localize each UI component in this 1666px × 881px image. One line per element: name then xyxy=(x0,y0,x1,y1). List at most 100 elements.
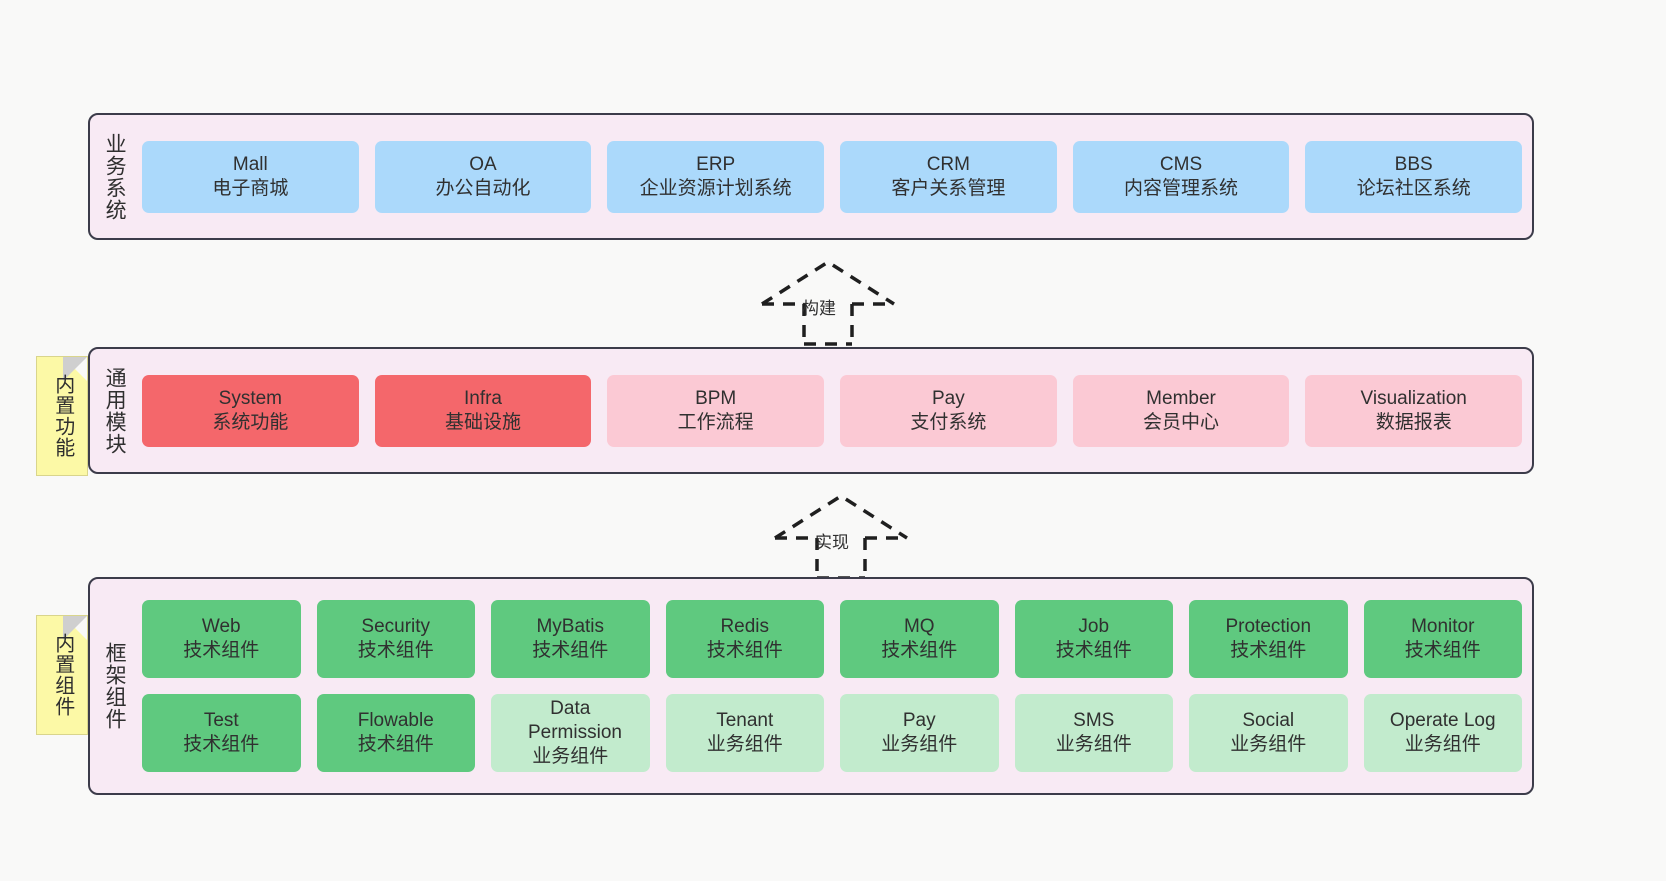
card-subtitle: 业务组件 xyxy=(706,734,783,755)
card-pay-component[interactable]: Pay 业务组件 xyxy=(840,694,999,772)
card-title: Operate Log xyxy=(1389,710,1496,732)
layer-body-business: Mall 电子商城 OA 办公自动化 ERP 企业资源计划系统 CRM 客户关系… xyxy=(138,115,1532,238)
card-protection[interactable]: Protection 技术组件 xyxy=(1189,600,1348,678)
card-row-business: Test 技术组件 Flowable 技术组件 Data Permission … xyxy=(142,694,1522,772)
card-sms[interactable]: SMS 业务组件 xyxy=(1014,694,1173,772)
card-infra[interactable]: Infra 基础设施 xyxy=(374,374,592,447)
card-subtitle: 办公自动化 xyxy=(435,177,531,199)
card-subtitle: 技术组件 xyxy=(1055,640,1132,661)
card-web[interactable]: Web 技术组件 xyxy=(142,600,301,678)
card-mq[interactable]: MQ 技术组件 xyxy=(840,600,999,678)
card-title: Job xyxy=(1078,616,1110,638)
card-title: Web xyxy=(201,616,241,638)
note-builtin-components: 内置组件 xyxy=(36,615,88,735)
layer-common-modules: 通用模块 System 系统功能 Infra 基础设施 BPM 工作流程 Pay… xyxy=(88,347,1534,474)
card-social[interactable]: Social 业务组件 xyxy=(1189,694,1348,772)
connector-build-label: 构建 xyxy=(802,299,836,318)
card-cms[interactable]: CMS 内容管理系统 xyxy=(1072,140,1290,213)
card-title: Redis xyxy=(720,616,770,638)
card-subtitle: 支付系统 xyxy=(910,411,987,433)
card-redis[interactable]: Redis 技术组件 xyxy=(665,600,824,678)
layer-business-systems: 业务系统 Mall 电子商城 OA 办公自动化 ERP 企业资源计划系统 CRM… xyxy=(88,113,1534,240)
card-subtitle: 基础设施 xyxy=(445,411,522,433)
card-subtitle: 内容管理系统 xyxy=(1124,177,1239,199)
card-title: CMS xyxy=(1159,153,1203,175)
card-system[interactable]: System 系统功能 xyxy=(142,374,359,447)
card-title: Tenant xyxy=(716,710,774,732)
card-title: Visualization xyxy=(1360,387,1467,409)
card-oa[interactable]: OA 办公自动化 xyxy=(374,140,592,213)
card-data-permission[interactable]: Data Permission 业务组件 xyxy=(491,694,650,772)
layer-body-common: System 系统功能 Infra 基础设施 BPM 工作流程 Pay 支付系统… xyxy=(138,349,1532,472)
implement-arrowhead-lines xyxy=(774,493,908,540)
card-monitor[interactable]: Monitor 技术组件 xyxy=(1363,600,1522,678)
card-title: Data Permission xyxy=(527,698,622,744)
connector-implement-label: 实现 xyxy=(815,533,849,552)
card-tenant[interactable]: Tenant 业务组件 xyxy=(665,694,824,772)
card-subtitle: 业务组件 xyxy=(1404,734,1481,755)
card-erp[interactable]: ERP 企业资源计划系统 xyxy=(607,140,825,213)
card-title: Test xyxy=(203,710,239,732)
card-title: Pay xyxy=(931,387,965,409)
card-title: MQ xyxy=(903,616,935,638)
layer-body-framework: Web 技术组件 Security 技术组件 MyBatis 技术组件 Redi… xyxy=(138,579,1532,793)
card-title: Flowable xyxy=(357,710,434,732)
card-member[interactable]: Member 会员中心 xyxy=(1072,374,1290,447)
card-subtitle: 业务组件 xyxy=(1055,734,1132,755)
card-subtitle: 业务组件 xyxy=(1230,734,1307,755)
card-title: CRM xyxy=(926,153,970,175)
layer-title-common: 通用模块 xyxy=(103,366,127,455)
card-visualization[interactable]: Visualization 数据报表 xyxy=(1305,374,1523,447)
card-security[interactable]: Security 技术组件 xyxy=(316,600,475,678)
card-subtitle: 技术组件 xyxy=(532,640,609,661)
card-bpm[interactable]: BPM 工作流程 xyxy=(607,374,825,447)
layer-framework-components: 框架组件 Web 技术组件 Security 技术组件 MyBatis 技术组件… xyxy=(88,577,1534,795)
card-subtitle: 电子商城 xyxy=(212,177,289,199)
card-subtitle: 系统功能 xyxy=(212,411,289,433)
card-title: Infra xyxy=(463,387,503,409)
card-subtitle: 技术组件 xyxy=(183,734,260,755)
card-subtitle: 技术组件 xyxy=(357,640,434,661)
connector-implement: 实现 xyxy=(771,492,911,580)
card-subtitle: 技术组件 xyxy=(706,640,783,661)
card-operate-log[interactable]: Operate Log 业务组件 xyxy=(1363,694,1522,772)
card-subtitle: 业务组件 xyxy=(881,734,958,755)
note-builtin-features: 内置功能 xyxy=(36,356,88,476)
card-title: Member xyxy=(1146,387,1216,409)
card-title: ERP xyxy=(696,153,736,175)
card-row: System 系统功能 Infra 基础设施 BPM 工作流程 Pay 支付系统… xyxy=(142,374,1523,447)
card-subtitle: 技术组件 xyxy=(1404,640,1481,661)
card-subtitle: 技术组件 xyxy=(357,734,434,755)
card-subtitle: 企业资源计划系统 xyxy=(639,177,792,199)
card-title: MyBatis xyxy=(536,616,605,638)
layer-title-business: 业务系统 xyxy=(103,132,127,221)
build-arrowhead-lines xyxy=(761,259,895,306)
card-subtitle: 技术组件 xyxy=(183,640,260,661)
card-job[interactable]: Job 技术组件 xyxy=(1014,600,1173,678)
card-title: BPM xyxy=(695,387,737,409)
card-title: Protection xyxy=(1225,616,1312,638)
card-subtitle: 技术组件 xyxy=(1230,640,1307,661)
card-mybatis[interactable]: MyBatis 技术组件 xyxy=(491,600,650,678)
card-subtitle: 论坛社区系统 xyxy=(1356,177,1471,199)
card-title: Security xyxy=(361,616,431,638)
layer-title-framework: 框架组件 xyxy=(103,642,127,730)
card-subtitle: 数据报表 xyxy=(1375,411,1452,433)
card-flowable[interactable]: Flowable 技术组件 xyxy=(316,694,475,772)
card-subtitle: 客户关系管理 xyxy=(891,177,1006,199)
card-subtitle: 业务组件 xyxy=(532,745,609,767)
card-pay-module[interactable]: Pay 支付系统 xyxy=(840,374,1057,447)
card-subtitle: 技术组件 xyxy=(881,640,958,661)
card-bbs[interactable]: BBS 论坛社区系统 xyxy=(1305,140,1523,213)
card-subtitle: 工作流程 xyxy=(677,411,754,433)
note-builtin-features-label: 内置功能 xyxy=(51,374,74,458)
card-title: SMS xyxy=(1073,710,1115,732)
card-title: Monitor xyxy=(1411,616,1475,638)
card-title: BBS xyxy=(1394,153,1433,175)
card-mall[interactable]: Mall 电子商城 xyxy=(142,140,359,213)
card-title: Pay xyxy=(902,710,936,732)
card-title: OA xyxy=(469,153,497,175)
card-crm[interactable]: CRM 客户关系管理 xyxy=(840,140,1057,213)
card-test[interactable]: Test 技术组件 xyxy=(142,694,301,772)
